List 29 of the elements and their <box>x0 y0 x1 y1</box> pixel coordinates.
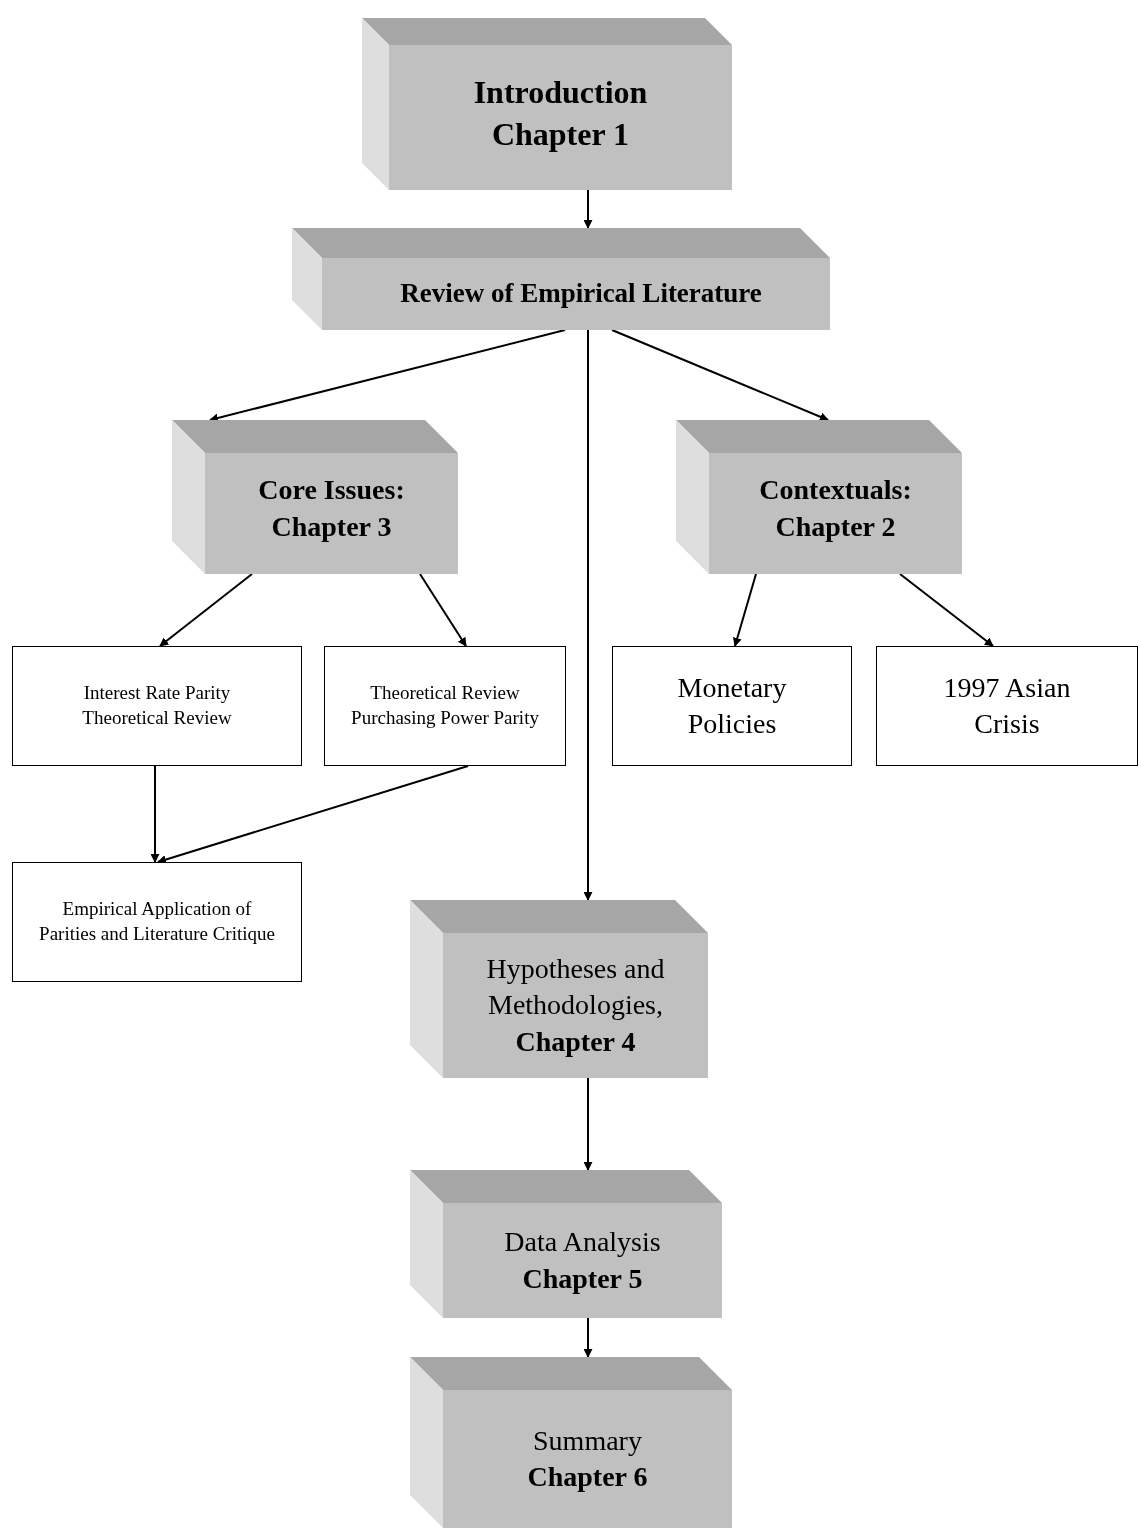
arrow <box>157 765 469 864</box>
arrow <box>419 573 467 647</box>
arrow <box>150 765 160 863</box>
arrow <box>583 1317 593 1358</box>
box-label: Data Analysis Chapter 5 <box>503 1225 662 1296</box>
arrow <box>899 573 994 647</box>
arrow <box>159 573 253 647</box>
arrow <box>209 329 566 423</box>
box-label: Theoretical Review Purchasing Power Parity <box>350 681 540 730</box>
arrow <box>583 189 593 229</box>
box-label: Review of Empirical Literature <box>400 277 762 311</box>
box-label: Summary Chapter 6 <box>526 1423 649 1494</box>
arrow <box>583 1077 593 1171</box>
box-label: 1997 Asian Crisis <box>942 670 1072 741</box>
box-label: Introduction Chapter 1 <box>472 72 649 154</box>
box-label: Hypotheses and Methodologies, Chapter 4 <box>485 951 666 1059</box>
arrow <box>611 329 829 422</box>
box-label: Interest Rate Parity Theoretical Review <box>81 681 233 730</box>
arrow <box>583 329 593 901</box>
box-label: Empirical Application of Parities and Literature Critique <box>38 897 276 946</box>
arrow <box>732 573 757 647</box>
box-label: Contextuals: Chapter 2 <box>758 473 913 544</box>
text-box <box>324 646 566 766</box>
box-label: Core Issues: Chapter 3 <box>257 473 406 544</box>
text-box <box>12 862 302 982</box>
text-box <box>12 646 302 766</box>
text-box <box>612 646 852 766</box>
text-box <box>876 646 1138 766</box>
box-label: Monetary Policies <box>676 670 788 741</box>
